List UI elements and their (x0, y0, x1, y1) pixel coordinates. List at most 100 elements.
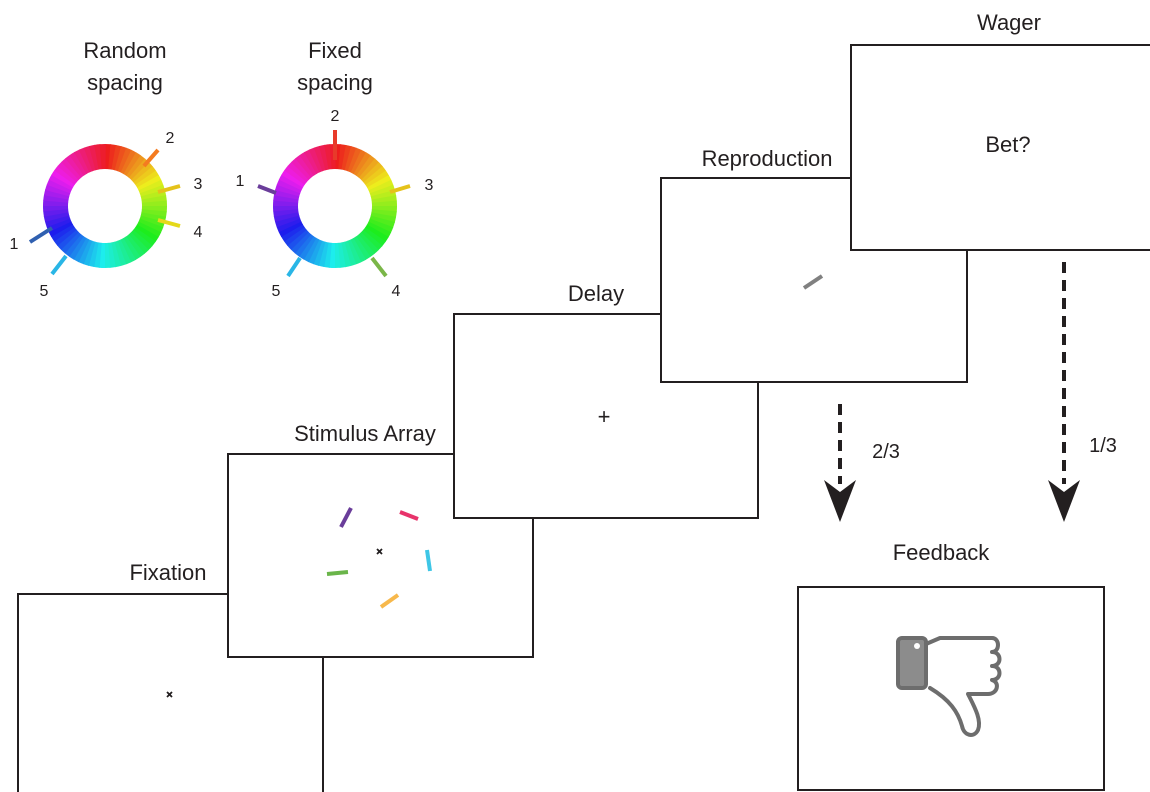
wheel-item-label: 2 (331, 108, 340, 125)
ring-segment (355, 234, 375, 258)
feedback-screen: Feedback (797, 540, 1105, 791)
ring-segment (361, 162, 384, 183)
wager-prompt: Bet? (985, 132, 1030, 157)
fixed-spacing-title-line2: spacing (297, 70, 373, 95)
ring-segment (276, 179, 302, 194)
random-spacing-title-line2: spacing (87, 70, 163, 95)
ring-segment (360, 229, 383, 251)
ring-segment (78, 147, 93, 173)
ring-segment (110, 241, 122, 268)
feedback-frame (797, 586, 1105, 791)
ring-segment (273, 194, 299, 203)
stimulus-array-frame (227, 453, 534, 658)
ring-segment (125, 234, 145, 258)
ring-segment (43, 205, 69, 212)
ring-segment (43, 194, 69, 203)
ring-segment (367, 175, 392, 191)
ring-segment (98, 242, 105, 268)
feedback-label: Feedback (893, 540, 991, 565)
ring-segment (353, 236, 371, 261)
ring-segment (141, 209, 167, 218)
ring-segment (363, 227, 386, 247)
ring-segment (53, 226, 77, 246)
ring-segment (370, 212, 397, 223)
ring-segment (275, 184, 301, 197)
ring-segment (278, 174, 304, 191)
ring-segment (50, 224, 75, 242)
stimulus-bar (326, 570, 349, 576)
random-spacing-wheel: Random spacing 1 2 3 4 5 (10, 38, 203, 300)
transition-probability: 1/3 (1089, 435, 1117, 457)
ring-segment (347, 239, 362, 265)
wheel-item-label: 5 (272, 283, 281, 300)
transition-probability: 2/3 (872, 441, 900, 463)
probe-line (157, 184, 181, 194)
ring-segment (273, 199, 299, 206)
ring-segment (294, 234, 314, 257)
ring-segment (78, 239, 93, 265)
ring-segment (299, 151, 317, 176)
probe-line (370, 256, 388, 278)
ring-segment (287, 161, 310, 183)
ring-segment (278, 221, 303, 237)
ring-segment (133, 227, 156, 247)
ring-segment (120, 149, 137, 175)
stimulus-bar (339, 507, 353, 528)
stimulus-array-screen: Stimulus Array (227, 421, 534, 658)
ring-segment (318, 241, 329, 268)
ring-segment (61, 157, 82, 180)
ring-segment (341, 144, 352, 171)
ring-segment (139, 184, 166, 197)
ring-segment (120, 238, 136, 263)
ring-segment (135, 170, 160, 188)
random-spacing-title-line1: Random (83, 38, 166, 63)
fixed-spacing-wheel: Fixed spacing 1 2 3 4 5 (236, 38, 434, 300)
stimulus-array-label: Stimulus Array (294, 421, 436, 446)
probe-line (286, 256, 302, 278)
ring-segment (44, 215, 71, 228)
ring-segment (328, 242, 335, 268)
ring-segment (350, 238, 366, 263)
ring-segment (365, 224, 389, 243)
ring-segment (274, 215, 301, 228)
ring-segment (298, 236, 317, 260)
probe-line (157, 218, 181, 228)
ring-segment (273, 211, 300, 223)
wheel-item-label: 1 (236, 173, 245, 190)
ring-segment (69, 151, 87, 176)
ring-segment (48, 174, 74, 191)
ring-segment (308, 147, 323, 173)
ring-segment (88, 241, 99, 268)
ring-segment (313, 145, 326, 172)
ring-segment (358, 232, 379, 255)
ring-segment (344, 146, 357, 172)
ring-segment (111, 144, 122, 171)
ring-segment (68, 236, 87, 260)
ring-segment (56, 229, 79, 250)
fixed-spacing-title-line1: Fixed (308, 38, 362, 63)
color-ring (273, 144, 397, 268)
ring-segment (117, 239, 132, 265)
ring-segment (45, 184, 71, 197)
ring-segment (73, 237, 90, 263)
ring-segment (350, 149, 367, 175)
ring-segment (128, 232, 149, 255)
ring-segment (51, 169, 75, 188)
reproduction-label: Reproduction (702, 146, 833, 171)
ring-segment (344, 240, 357, 267)
wager-screen: Wager Bet? (850, 10, 1150, 251)
ring-segment (338, 144, 347, 170)
ring-segment (123, 236, 141, 261)
ring-segment (126, 155, 146, 178)
fixed-spacing-probes (257, 130, 411, 278)
ring-segment (290, 231, 312, 254)
wheel-item-label: 5 (40, 283, 49, 300)
ring-segment (291, 157, 312, 180)
ring-segment (137, 175, 162, 191)
ring-segment (48, 221, 73, 237)
ring-segment (54, 165, 77, 185)
fixation-cross-icon (376, 548, 383, 555)
transition-arrow-reproduction: 2/3 (824, 404, 900, 522)
ring-segment (368, 218, 394, 233)
ring-segment (88, 144, 100, 171)
